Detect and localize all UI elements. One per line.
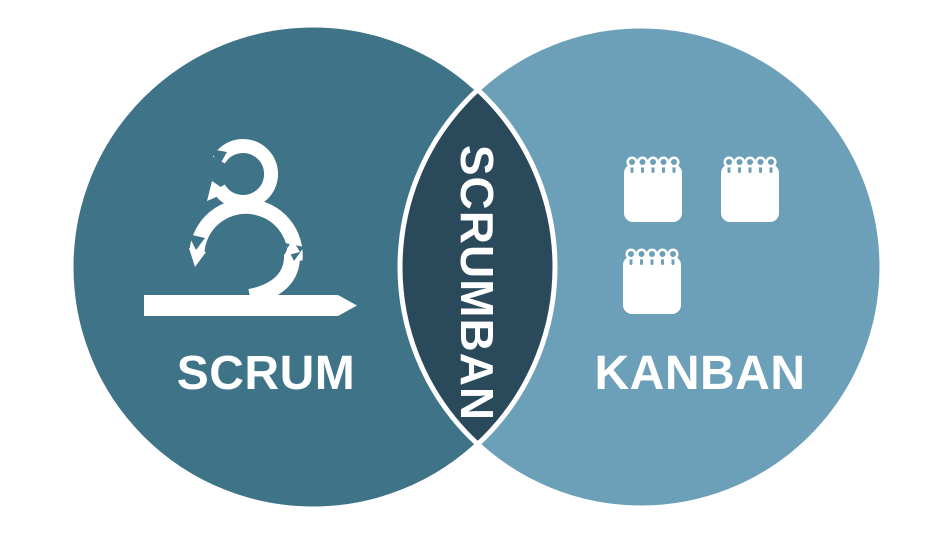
kanban-label: KANBAN [594,347,806,400]
intersection-lens-scrumban [399,89,555,445]
scrum-sprint-loop-icon [144,139,357,316]
notepad-icon [719,156,781,224]
timeline-arrow [144,295,357,316]
notepad-icon [621,248,683,316]
left-circle-outline [68,22,558,512]
scrumban-label: SCRUMBAN [451,144,503,422]
notepad-icon [622,156,684,224]
scrum-label: SCRUM [176,347,356,400]
right-circle-outline [397,23,885,511]
